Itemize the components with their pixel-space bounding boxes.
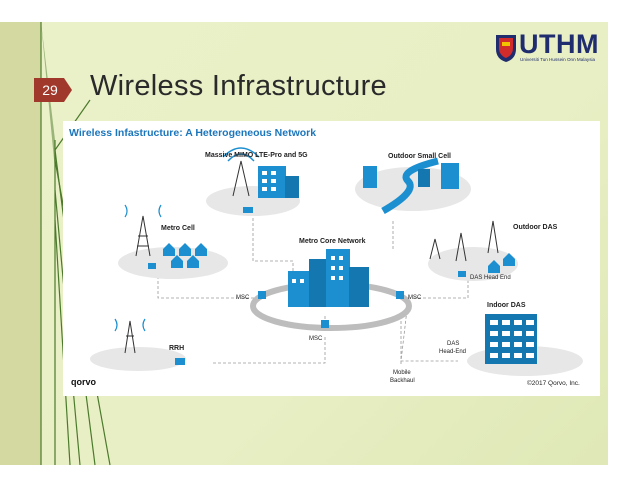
rrh-label: RRH [169, 345, 184, 352]
indoor-das-label: Indoor DAS [487, 302, 526, 309]
qorvo-brand: qorvo [71, 377, 97, 387]
head-end-indoor-label: Head-End [439, 349, 466, 355]
msc-left-label: MSC [236, 295, 250, 301]
rrh-cluster: RRH [90, 318, 186, 371]
msc-right-label: MSC [408, 295, 422, 301]
outdoor-das-label: Outdoor DAS [513, 224, 558, 231]
msc-bottom-label: MSC [309, 336, 323, 342]
slide-title: Wireless Infrastructure [90, 70, 387, 102]
das-head-end-label: DAS Head End [470, 275, 511, 281]
massive-mimo-cluster: Massive MIMO LTE-Pro and 5G [205, 147, 308, 216]
das-indoor-label: DAS [447, 341, 459, 347]
indoor-das-cluster: Indoor DAS DAS Head-End [439, 302, 583, 376]
logo-subtitle: Universiti Tun Hussein Onn Malaysia [520, 57, 596, 62]
crest-icon [496, 35, 516, 62]
metro-core-network: Metro Core Network MSC MSC MSC [236, 238, 422, 342]
diagram-title: Wireless Infastructure: A Heterogeneous … [69, 127, 316, 139]
slide-number: 29 [42, 82, 58, 98]
outdoor-small-cell-label: Outdoor Small Cell [388, 153, 451, 160]
massive-mimo-label: Massive MIMO LTE-Pro and 5G [205, 152, 308, 159]
outdoor-das-cluster: Outdoor DAS DAS Head End [428, 220, 558, 281]
metro-core-label: Metro Core Network [299, 238, 366, 245]
metro-cell-label: Metro Cell [161, 225, 195, 232]
slide-number-badge: 29 [34, 78, 72, 102]
copyright-text: ©2017 Qorvo, Inc. [527, 379, 580, 387]
uthm-logo: UTHM Universiti Tun Hussein Onn Malaysia [494, 29, 606, 71]
metro-cell-cluster: Metro Cell [118, 204, 228, 279]
outdoor-small-cell-cluster: Outdoor Small Cell [355, 153, 471, 215]
backhaul-label: Backhaul [390, 378, 415, 384]
network-diagram: Wireless Infastructure: A Heterogeneous … [63, 121, 600, 396]
connection-lines [157, 213, 469, 366]
mobile-label: Mobile [393, 370, 411, 376]
logo-wordmark: UTHM [519, 29, 599, 59]
